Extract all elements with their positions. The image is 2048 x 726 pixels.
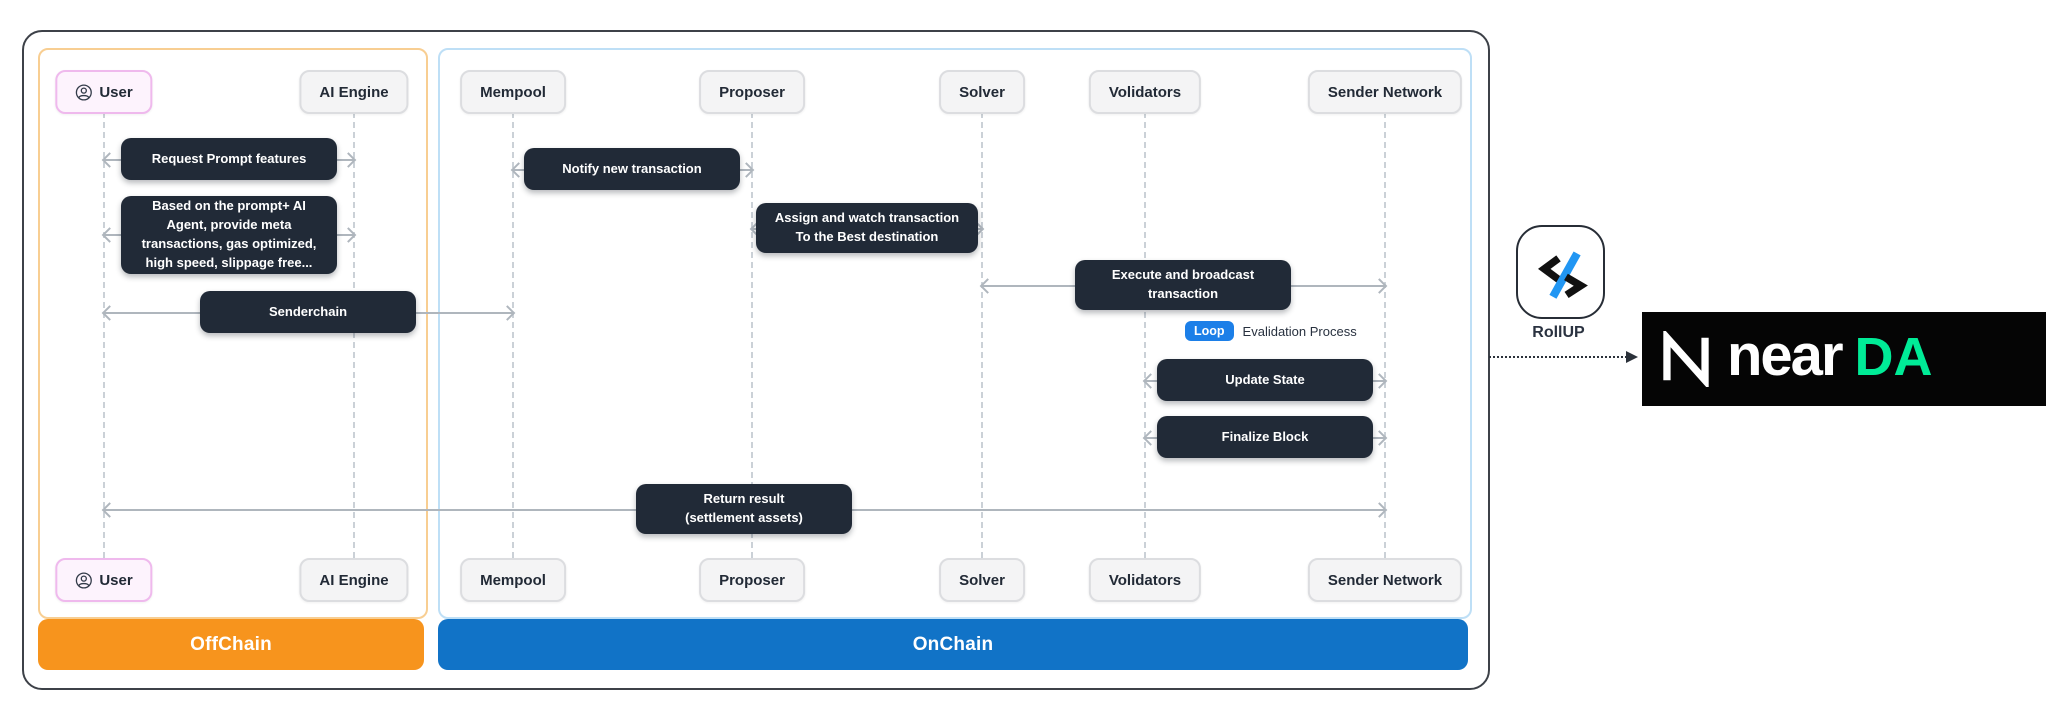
nearda-word: near xyxy=(1727,323,1844,388)
message-execute-broadcast: Execute and broadcast transaction xyxy=(1075,260,1291,310)
message-notify-transaction: Notify new transaction xyxy=(524,148,740,190)
near-n-icon xyxy=(1663,331,1709,387)
actor-label: Proposer xyxy=(719,83,785,101)
actor-sender-network-top: Sender Network xyxy=(1307,70,1463,114)
message-based-on-prompt: Based on the prompt+ AI Agent, provide m… xyxy=(121,196,337,274)
rollup-code-icon xyxy=(1516,225,1605,319)
actor-label: Sender Network xyxy=(1327,83,1443,101)
message-senderchain: Senderchain xyxy=(200,291,416,333)
loop-annotation: Loop Evalidation Process xyxy=(1185,321,1357,341)
actor-ai-engine-top: AI Engine xyxy=(299,70,409,114)
message-assign-watch: Assign and watch transaction To the Best… xyxy=(756,203,978,253)
actor-user-bottom: User xyxy=(55,558,153,602)
actor-volidators-bottom: Volidators xyxy=(1088,558,1202,602)
actor-label: AI Engine xyxy=(319,571,389,589)
lifeline-mempool xyxy=(512,112,514,558)
onchain-region xyxy=(438,48,1472,619)
onchain-bar: OnChain xyxy=(438,619,1468,670)
actor-label: Volidators xyxy=(1108,83,1182,101)
code-slash-icon xyxy=(1537,251,1588,299)
rollup-label: RollUP xyxy=(1532,324,1585,341)
offchain-region xyxy=(38,48,428,619)
message-request-prompt: Request Prompt features xyxy=(121,138,337,180)
actor-label: Sender Network xyxy=(1327,571,1443,589)
lifeline-user xyxy=(103,112,105,558)
rollup-to-nearda-connector xyxy=(1489,356,1627,358)
actor-label: Solver xyxy=(959,571,1005,589)
actor-label: AI Engine xyxy=(319,83,389,101)
lifeline-ai-engine xyxy=(353,112,355,558)
message-finalize-block: Finalize Block xyxy=(1157,416,1373,458)
actor-mempool-bottom: Mempool xyxy=(460,558,566,602)
onchain-bar-label: OnChain xyxy=(912,633,994,655)
lifeline-sender-network xyxy=(1384,112,1386,558)
actor-ai-engine-bottom: AI Engine xyxy=(299,558,409,602)
actor-label: User xyxy=(99,83,133,101)
loop-badge: Loop xyxy=(1185,321,1234,341)
actor-user-top: User xyxy=(55,70,153,114)
actor-mempool-top: Mempool xyxy=(460,70,566,114)
message-update-state: Update State xyxy=(1157,359,1373,401)
actor-proposer-top: Proposer xyxy=(699,70,805,114)
user-avatar-icon xyxy=(75,571,92,589)
lifeline-proposer xyxy=(751,112,753,558)
actor-solver-bottom: Solver xyxy=(939,558,1025,602)
actor-label: Volidators xyxy=(1108,571,1182,589)
actor-label: Mempool xyxy=(480,83,546,101)
lifeline-volidators xyxy=(1144,112,1146,558)
nearda-logo: near DA xyxy=(1642,312,2046,406)
connector-arrowhead-icon xyxy=(1626,351,1638,363)
actor-label: User xyxy=(99,571,133,589)
message-return-result: Return result (settlement assets) xyxy=(636,484,852,534)
actor-proposer-bottom: Proposer xyxy=(699,558,805,602)
actor-sender-network-bottom: Sender Network xyxy=(1307,558,1463,602)
actor-volidators-top: Volidators xyxy=(1088,70,1202,114)
user-avatar-icon xyxy=(75,83,92,101)
actor-label: Solver xyxy=(959,83,1005,101)
lifeline-solver xyxy=(981,112,983,558)
actor-label: Mempool xyxy=(480,571,546,589)
offchain-bar: OffChain xyxy=(38,619,424,670)
loop-label: Evalidation Process xyxy=(1242,323,1357,339)
actor-solver-top: Solver xyxy=(939,70,1025,114)
nearda-suffix: DA xyxy=(1854,327,1933,387)
actor-label: Proposer xyxy=(719,571,785,589)
offchain-bar-label: OffChain xyxy=(190,633,272,655)
